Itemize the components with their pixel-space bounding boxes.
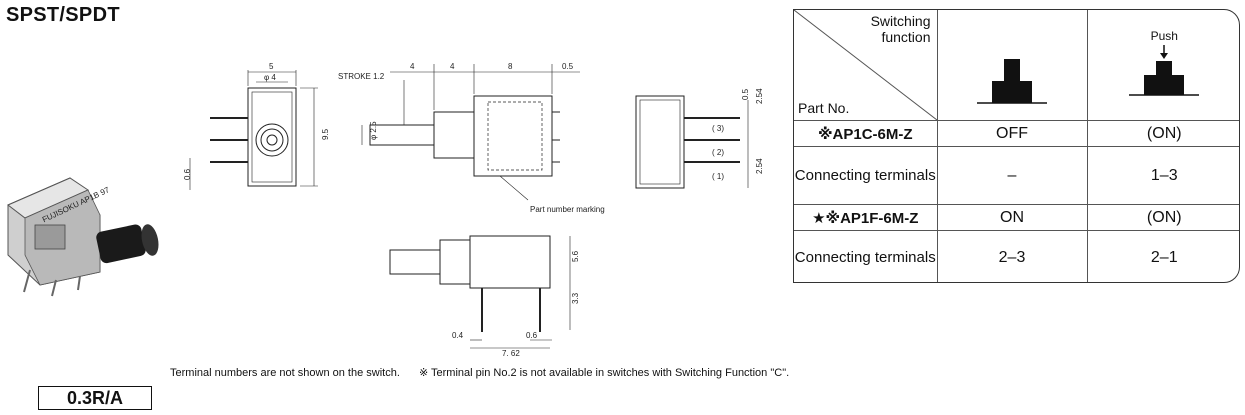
terminals-on-cell: 1–3 [1086,146,1239,205]
header-off-state [936,10,1088,121]
switching-function-table: Switching function Part No. Push [793,9,1240,283]
rating-box: 0.3R/A [38,386,152,410]
terminals-off-cell: 2–3 [936,230,1088,282]
dim-bottom-w2: 0.6 [526,331,538,340]
switch-released-icon [977,58,1047,104]
dim-side-d1: 4 [410,62,415,71]
header-part-no: Part No. [798,100,850,116]
dim-top-height: 9.5 [321,128,330,140]
connecting-terminals-label: Connecting terminals [794,146,938,205]
footnote-terminal-numbers: Terminal numbers are not shown on the sw… [170,367,400,379]
header-switching-function: Switching function [870,13,931,45]
dim-side-d2: 4 [450,62,455,71]
terminals-off-cell: – [936,146,1088,205]
connecting-terminals-label: Connecting terminals [794,230,938,282]
dim-side-d3: 8 [508,62,513,71]
dim-top-pin: 0.6 [183,168,192,180]
diagonal-line [794,10,937,120]
push-label: Push [1150,28,1178,43]
dim-bottom-w3: 7. 62 [502,349,520,358]
state-on-cell: (ON) [1086,120,1239,147]
dim-bottom-w1: 0.4 [452,331,464,340]
header-push-state: Push [1086,10,1239,121]
bottom-view [389,235,571,349]
dim-top-dia: φ 4 [264,73,276,82]
footnote-terminal-pin: ※ Terminal pin No.2 is not available in … [418,367,790,379]
dim-bottom-h1: 5.6 [571,250,580,262]
switch-pushed-icon [1129,44,1200,96]
page-title: SPST/SPDT [6,4,120,26]
end-view [635,95,749,189]
dim-end-pitch1: 0.5 [741,88,750,100]
terminal-3-label: ( 3) [712,124,724,133]
dim-top-width: 5 [269,62,274,71]
dim-side-dia: φ 2.5 [369,121,378,140]
part-number-cell: ★※AP1F-6M-Z [794,204,938,231]
dim-end-pitch3: 2.54 [755,158,764,174]
terminal-2-label: ( 2) [712,148,724,157]
side-view [361,64,580,201]
state-on-cell: (ON) [1086,204,1239,231]
technical-drawing: FUJISOKU AP1B 97 5 φ 4 9.5 0.6 [7,62,764,358]
terminal-1-label: ( 1) [712,172,724,181]
part-number-cell: ※AP1C-6M-Z [794,120,938,147]
header-diagonal-cell: Switching function Part No. [794,10,938,121]
top-view [189,70,318,190]
product-illustration: FUJISOKU AP1B 97 [7,177,159,297]
dim-bottom-h2: 3.3 [571,292,580,304]
part-number-marking-label: Part number marking [530,205,605,214]
footnote: Terminal numbers are not shown on the sw… [170,366,805,379]
dim-side-stroke: STROKE 1.2 [338,72,385,81]
state-off-cell: ON [936,204,1088,231]
dim-side-d4: 0.5 [562,62,574,71]
terminals-on-cell: 2–1 [1086,230,1239,282]
state-off-cell: OFF [936,120,1088,147]
dim-end-pitch2: 2.54 [755,88,764,104]
